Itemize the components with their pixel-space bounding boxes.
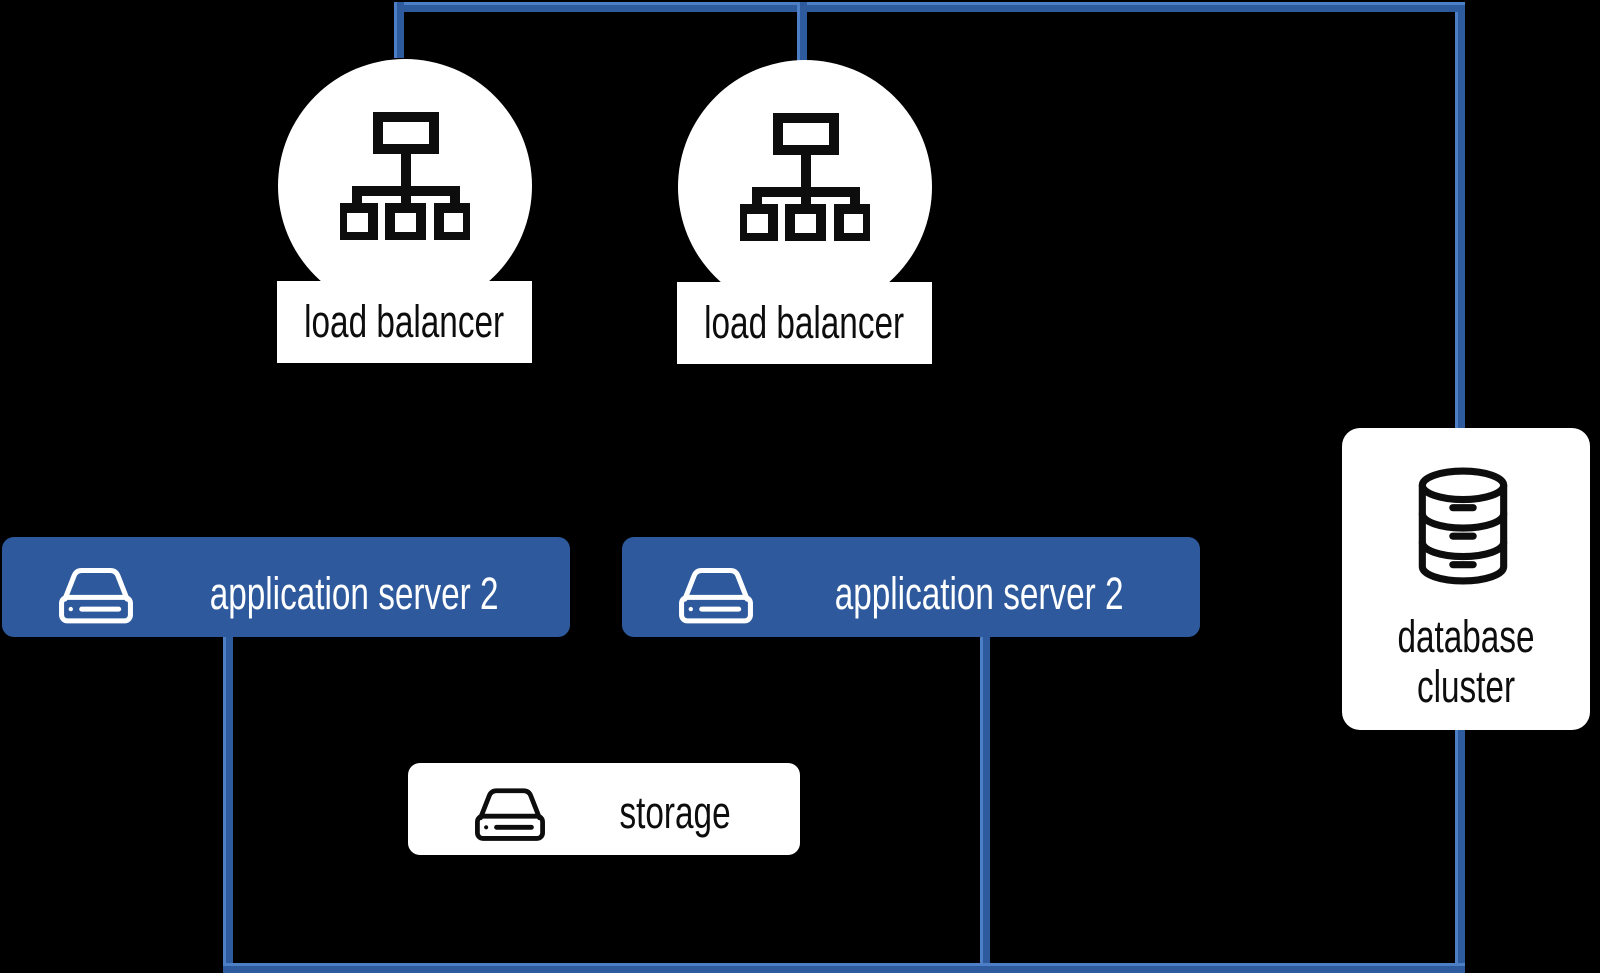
app-server-2-node: application server 2	[622, 537, 1200, 637]
connector-top-bar	[394, 2, 1465, 12]
load-balancer-label: load balancer	[277, 281, 532, 363]
database-cluster-label-line2: cluster	[1416, 660, 1516, 712]
connector-lb1-drop	[394, 2, 404, 58]
drive-icon	[54, 561, 138, 627]
connector-app2-drop	[980, 637, 990, 963]
storage-label-text: storage	[619, 787, 731, 839]
connector-bottom-bar	[223, 963, 1465, 973]
database-cluster-node: database cluster	[1342, 428, 1590, 730]
drive-icon	[674, 561, 758, 627]
load-balancer-label-text: load balancer	[704, 297, 905, 349]
storage-node: storage	[408, 763, 800, 855]
connector-app1-drop	[223, 637, 233, 963]
app-server-label-text: application server 2	[834, 568, 1124, 620]
load-balancer-1-node: load balancer	[277, 59, 534, 363]
sitemap-icon	[340, 112, 470, 240]
load-balancer-label: load balancer	[677, 282, 932, 364]
app-server-1-node: application server 2	[2, 537, 570, 637]
database-icon	[1414, 466, 1512, 586]
load-balancer-label-text: load balancer	[304, 296, 505, 348]
database-cluster-label: database cluster	[1342, 612, 1590, 711]
app-server-label-text: application server 2	[209, 568, 499, 620]
load-balancer-2-node: load balancer	[677, 60, 934, 364]
sitemap-icon	[740, 113, 870, 241]
database-cluster-label-line1: database	[1397, 611, 1535, 662]
connector-lb2-drop	[797, 2, 807, 62]
drive-icon	[470, 782, 550, 844]
